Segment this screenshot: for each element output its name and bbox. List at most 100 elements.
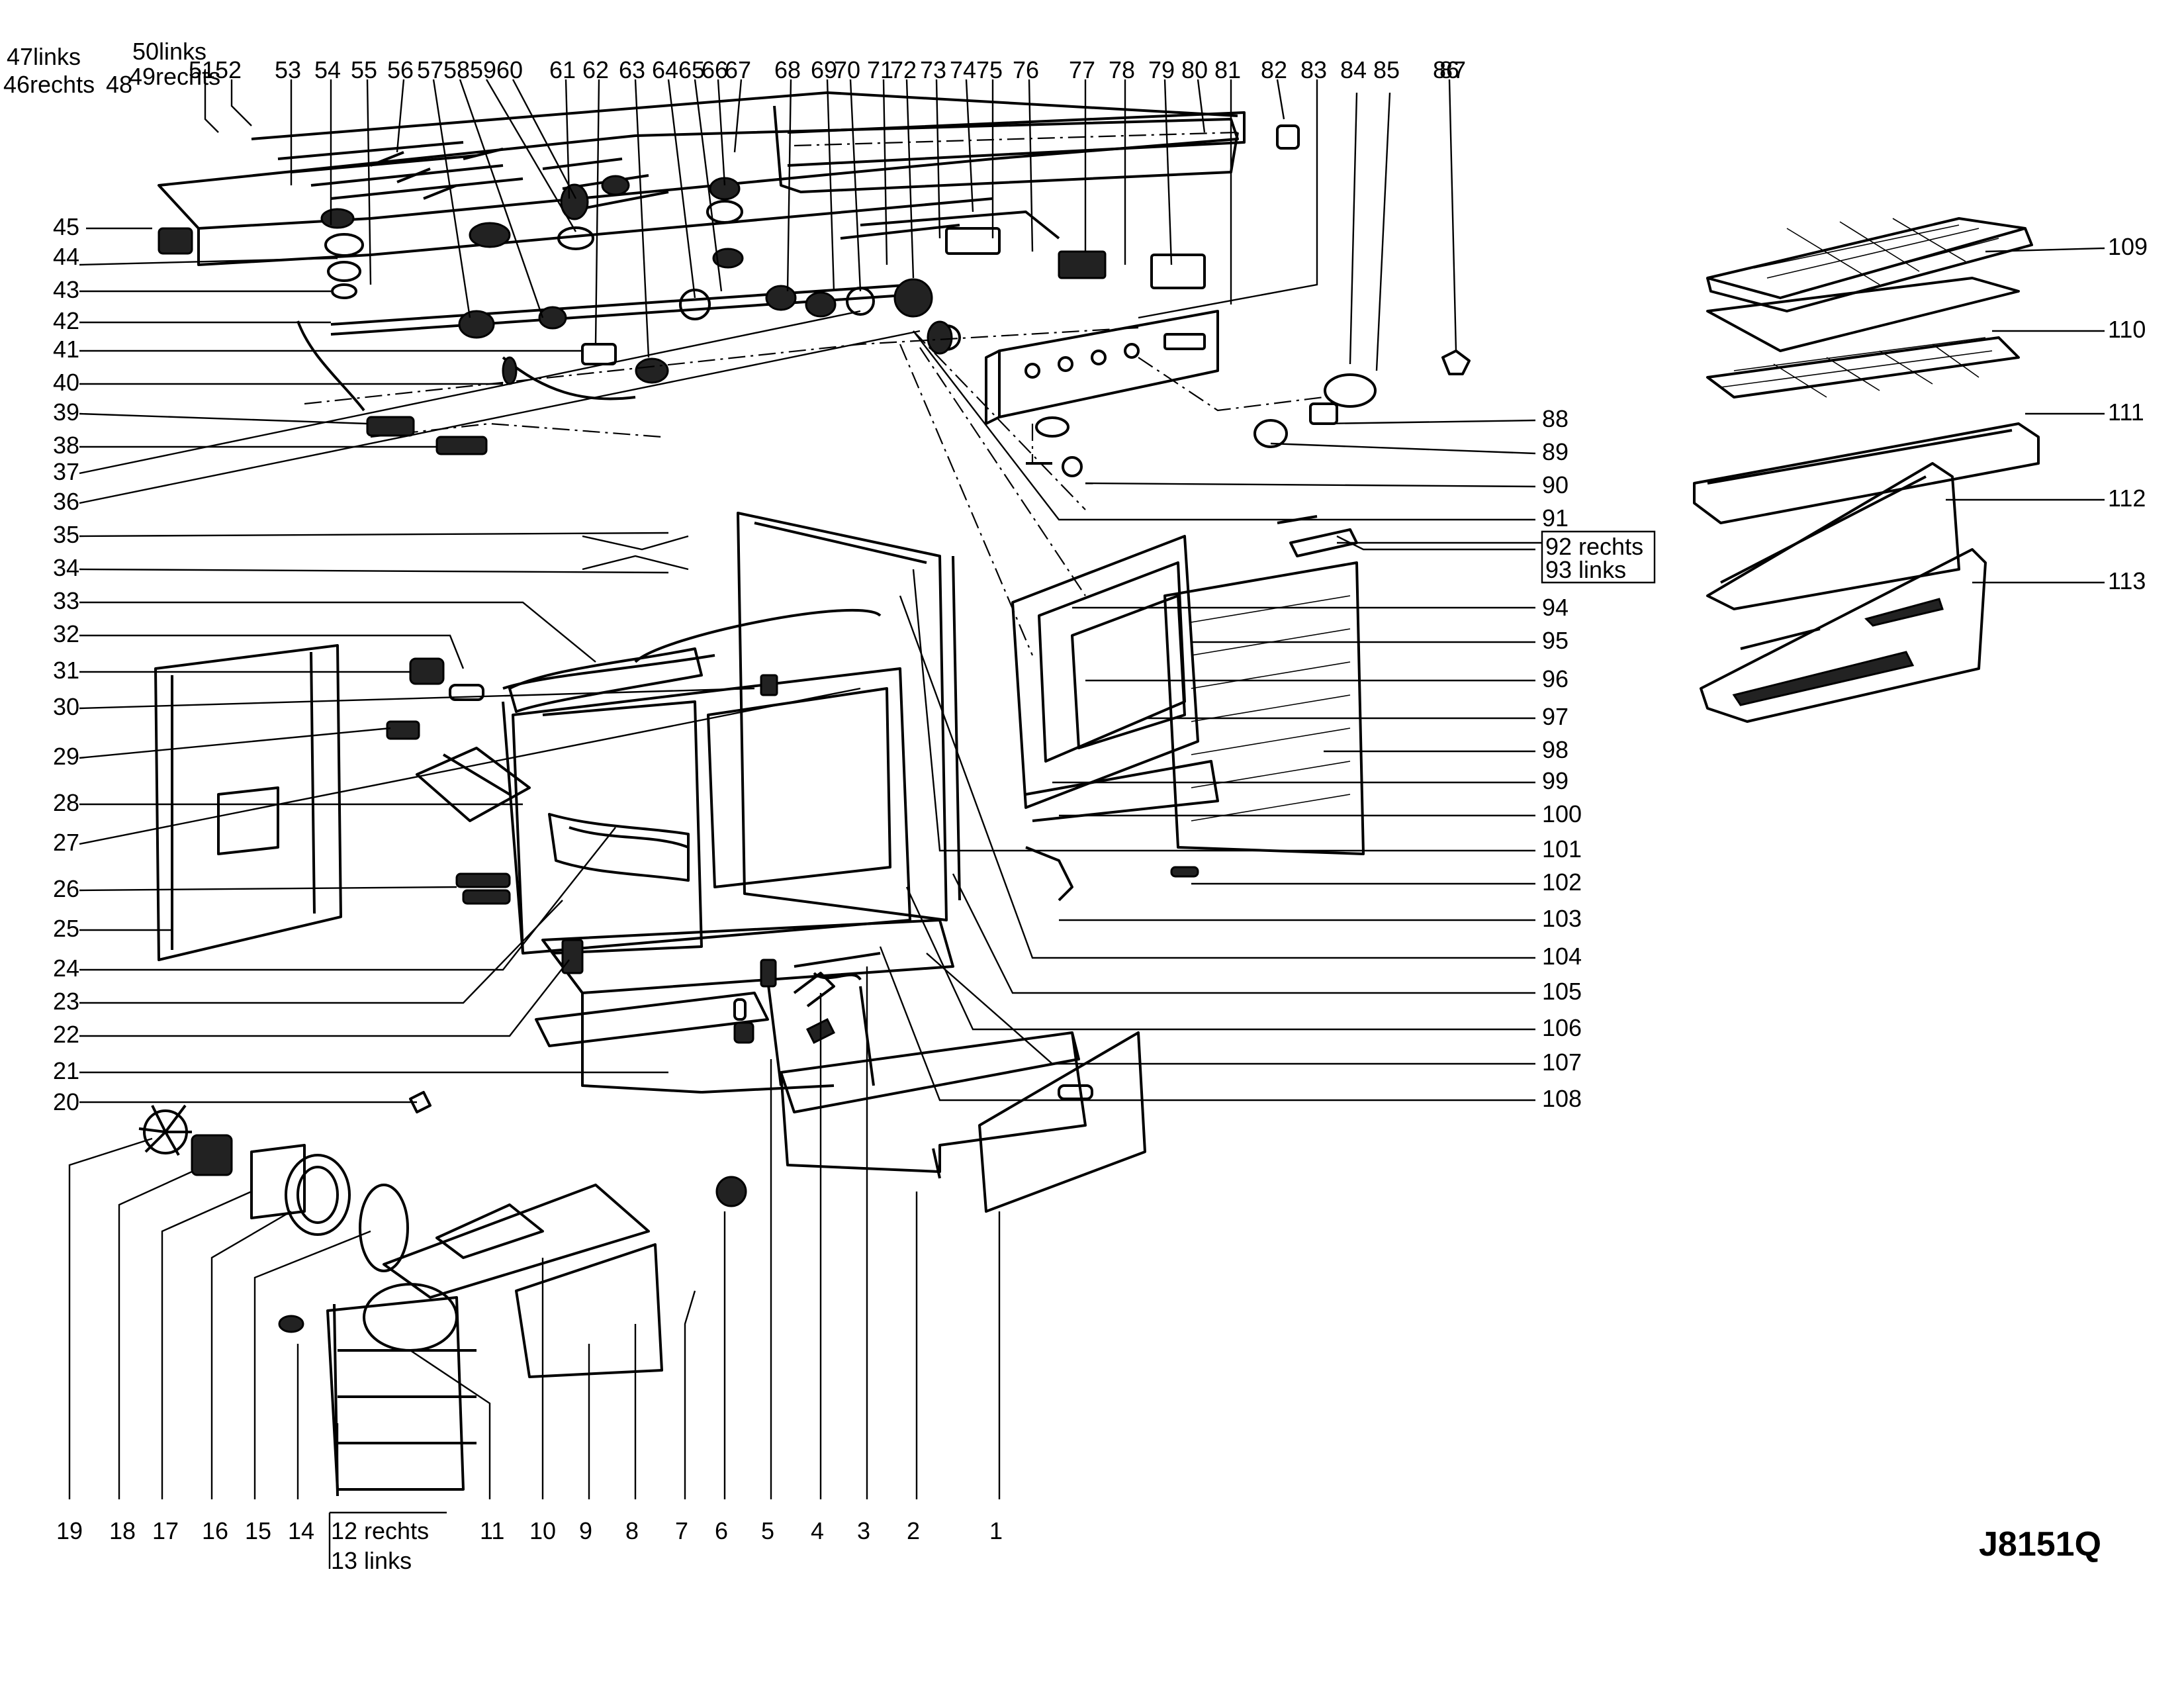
base-frame — [535, 919, 954, 1094]
part-label-24: 24 — [53, 955, 79, 982]
part-label-96: 96 — [1542, 665, 1569, 692]
part-label-89: 89 — [1542, 438, 1569, 465]
part-label-29: 29 — [53, 743, 79, 770]
part-label-93-links: 93 links — [1545, 556, 1626, 583]
part-label-69: 69 — [811, 56, 837, 83]
part-label-52: 52 — [215, 56, 242, 83]
part-label-68: 68 — [774, 56, 801, 83]
part-label-35: 35 — [53, 521, 79, 548]
part-label-106: 106 — [1542, 1014, 1582, 1041]
part-label-30: 30 — [53, 693, 79, 720]
part-label-79: 79 — [1148, 56, 1175, 83]
part-label-83: 83 — [1300, 56, 1327, 83]
part-label-62: 62 — [582, 56, 609, 83]
part-label-99: 99 — [1542, 767, 1569, 794]
part-label-104: 104 — [1542, 943, 1582, 970]
part-label-12-rechts: 12 rechts — [331, 1517, 429, 1544]
burner-parts — [158, 124, 1300, 320]
diagram-code: J8151Q — [1979, 1525, 2101, 1564]
part-label-43: 43 — [53, 276, 79, 303]
part-label-49rechts: 49rechts — [129, 63, 220, 90]
part-label-50links: 50links — [132, 38, 206, 65]
part-label-15: 15 — [245, 1517, 271, 1544]
part-label-57: 57 — [417, 56, 443, 83]
part-label-80: 80 — [1181, 56, 1208, 83]
part-label-27: 27 — [53, 829, 79, 856]
part-label-9: 9 — [579, 1517, 592, 1544]
part-label-14: 14 — [288, 1517, 314, 1544]
part-label-36: 36 — [53, 488, 79, 515]
part-label-37: 37 — [53, 458, 79, 485]
part-label-101: 101 — [1542, 835, 1582, 863]
part-label-38: 38 — [53, 432, 79, 459]
burner-rails — [277, 141, 669, 210]
part-label-13-links: 13 links — [331, 1547, 412, 1574]
part-label-46rechts: 46rechts — [3, 71, 95, 98]
part-label-26: 26 — [53, 875, 79, 902]
oven-cavity — [502, 512, 961, 955]
part-label-20: 20 — [53, 1088, 79, 1115]
insulation — [508, 647, 703, 882]
part-label-22: 22 — [53, 1021, 79, 1048]
part-label-4: 4 — [811, 1517, 824, 1544]
part-label-97: 97 — [1542, 703, 1569, 730]
part-label-67: 67 — [725, 56, 751, 83]
part-label-108: 108 — [1542, 1085, 1582, 1112]
part-label-32: 32 — [53, 620, 79, 647]
part-label-90: 90 — [1542, 471, 1569, 498]
part-label-34: 34 — [53, 554, 79, 581]
part-label-31: 31 — [53, 657, 79, 684]
part-label-60: 60 — [496, 56, 523, 83]
part-label-65: 65 — [678, 56, 705, 83]
part-label-86: 86 — [1433, 56, 1459, 83]
part-label-77: 77 — [1069, 56, 1095, 83]
part-label-103: 103 — [1542, 905, 1582, 932]
side-panel — [154, 644, 342, 961]
part-label-111: 111 — [2108, 399, 2144, 426]
part-label-8: 8 — [625, 1517, 639, 1544]
part-label-113: 113 — [2108, 567, 2146, 594]
part-label-74: 74 — [950, 56, 976, 83]
small-parts — [409, 952, 881, 1207]
part-label-59: 59 — [470, 56, 496, 83]
part-label-42: 42 — [53, 307, 79, 334]
part-label-53: 53 — [275, 56, 301, 83]
part-label-87: 87 — [1439, 56, 1466, 83]
part-label-71: 71 — [867, 56, 893, 83]
part-label-94: 94 — [1542, 594, 1569, 621]
part-label-102: 102 — [1542, 868, 1582, 896]
part-label-75: 75 — [976, 56, 1003, 83]
part-label-47links: 47links — [7, 43, 81, 70]
part-label-1: 1 — [989, 1517, 1003, 1544]
part-label-61: 61 — [549, 56, 576, 83]
part-label-73: 73 — [920, 56, 946, 83]
part-label-91: 91 — [1542, 504, 1569, 532]
control-panel — [927, 310, 1471, 477]
part-label-3: 3 — [857, 1517, 870, 1544]
part-label-72: 72 — [890, 56, 917, 83]
part-label-10: 10 — [529, 1517, 556, 1544]
part-label-18: 18 — [109, 1517, 136, 1544]
oven-door — [1011, 515, 1365, 902]
part-label-5: 5 — [761, 1517, 774, 1544]
part-label-28: 28 — [53, 789, 79, 816]
part-label-56: 56 — [387, 56, 414, 83]
part-label-44: 44 — [53, 243, 79, 270]
part-label-23: 23 — [53, 988, 79, 1015]
part-label-107: 107 — [1542, 1049, 1582, 1076]
part-label-51: 51 — [189, 56, 215, 83]
part-label-25: 25 — [53, 915, 79, 942]
convection-fan — [138, 1104, 663, 1378]
part-label-64: 64 — [652, 56, 678, 83]
heater-element — [455, 872, 511, 905]
cooktop-frame — [158, 91, 1246, 266]
part-label-110: 110 — [2108, 316, 2146, 343]
thermocouple-wires — [296, 320, 636, 455]
part-label-70: 70 — [834, 56, 860, 83]
part-label-21: 21 — [53, 1057, 79, 1084]
part-label-84: 84 — [1340, 56, 1367, 83]
shelf-rack — [326, 1283, 477, 1497]
part-label-85: 85 — [1373, 56, 1400, 83]
